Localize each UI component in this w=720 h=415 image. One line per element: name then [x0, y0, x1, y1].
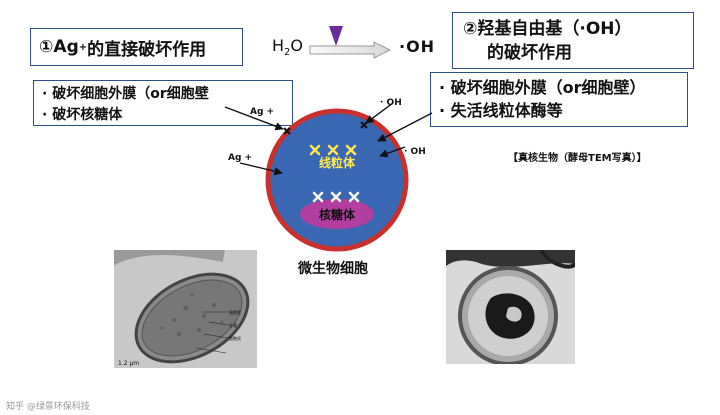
hydroxyl-product: ·OH: [399, 37, 436, 56]
hydroxyl-effect-item: · 失活线粒体酶等: [439, 101, 563, 120]
tem-caption: 【真核生物（酵母TEM写真）】: [508, 153, 647, 164]
hydroxyl-effects-list: · 破坏细胞外膜（or细胞壁） · 失活线粒体酶等: [430, 72, 688, 127]
micro-label: 外膜: [229, 322, 237, 328]
title-rest: 的直接破坏作用: [87, 39, 207, 60]
water-sub: 2: [284, 47, 291, 59]
scale-label: 1.2 μm: [118, 360, 139, 367]
mitochondria-label: 线粒体: [319, 155, 356, 170]
ribosome-damage-mark: [348, 191, 360, 203]
water-h: H: [272, 36, 285, 55]
water-formula: H2O: [272, 36, 303, 58]
title-number: ①: [39, 37, 54, 57]
oh-label-1: · OH: [380, 98, 402, 108]
mitochondria-damage-mark: [309, 144, 321, 156]
reaction-arrow-icon: [309, 41, 392, 59]
water-o: O: [290, 36, 303, 55]
silver-effect-item: · 破坏细胞外膜（or细胞壁: [42, 86, 209, 102]
ag-arrow-2: [239, 162, 283, 176]
title-ag: Ag: [53, 37, 79, 57]
silver-effects-list: · 破坏细胞外膜（or细胞壁 · 破坏核糖体: [33, 80, 293, 126]
ribosome-label: 核糖体: [319, 207, 356, 222]
membrane-hit-mark: [283, 127, 291, 135]
oh-arrow-2: [379, 146, 406, 158]
micro-label: 细胞壁: [229, 309, 241, 315]
title2-line1: ②羟基自由基（·OH）: [463, 19, 632, 39]
yeast-micrograph: [446, 250, 575, 364]
watermark: 知乎 @绿景环保科技: [6, 402, 90, 412]
title2-line2: 的破坏作用: [487, 43, 572, 63]
title-box-silver: ① Ag+ 的直接破坏作用: [30, 28, 243, 66]
micro-label: 细胞质: [229, 335, 241, 341]
ag-label-2: Ag +: [228, 153, 252, 163]
silver-effect-item: · 破坏核糖体: [42, 107, 123, 123]
mitochondria-damage-mark: [327, 144, 339, 156]
microbe-cell: [265, 108, 409, 252]
ribosome-damage-mark: [330, 191, 342, 203]
mitochondria-damage-mark: [345, 144, 357, 156]
title-box-hydroxyl: ②羟基自由基（·OH） 的破坏作用: [452, 12, 694, 69]
oh-arrow-3: [377, 112, 433, 142]
uv-arrow-icon: [329, 26, 343, 46]
hydroxyl-effect-item: · 破坏细胞外膜（or细胞壁）: [439, 78, 646, 97]
bacterium-micrograph: 细胞壁 外膜 细胞质 1.2 μm: [114, 250, 257, 368]
oh-arrow-1: [365, 102, 394, 124]
ribosome-shape: [300, 199, 374, 229]
membrane-hit-mark: [360, 121, 368, 129]
title-ag-charge: +: [78, 41, 88, 53]
oh-label-2: · OH: [404, 147, 426, 157]
cell-label: 微生物细胞: [298, 261, 368, 277]
ribosome-damage-mark: [312, 191, 324, 203]
